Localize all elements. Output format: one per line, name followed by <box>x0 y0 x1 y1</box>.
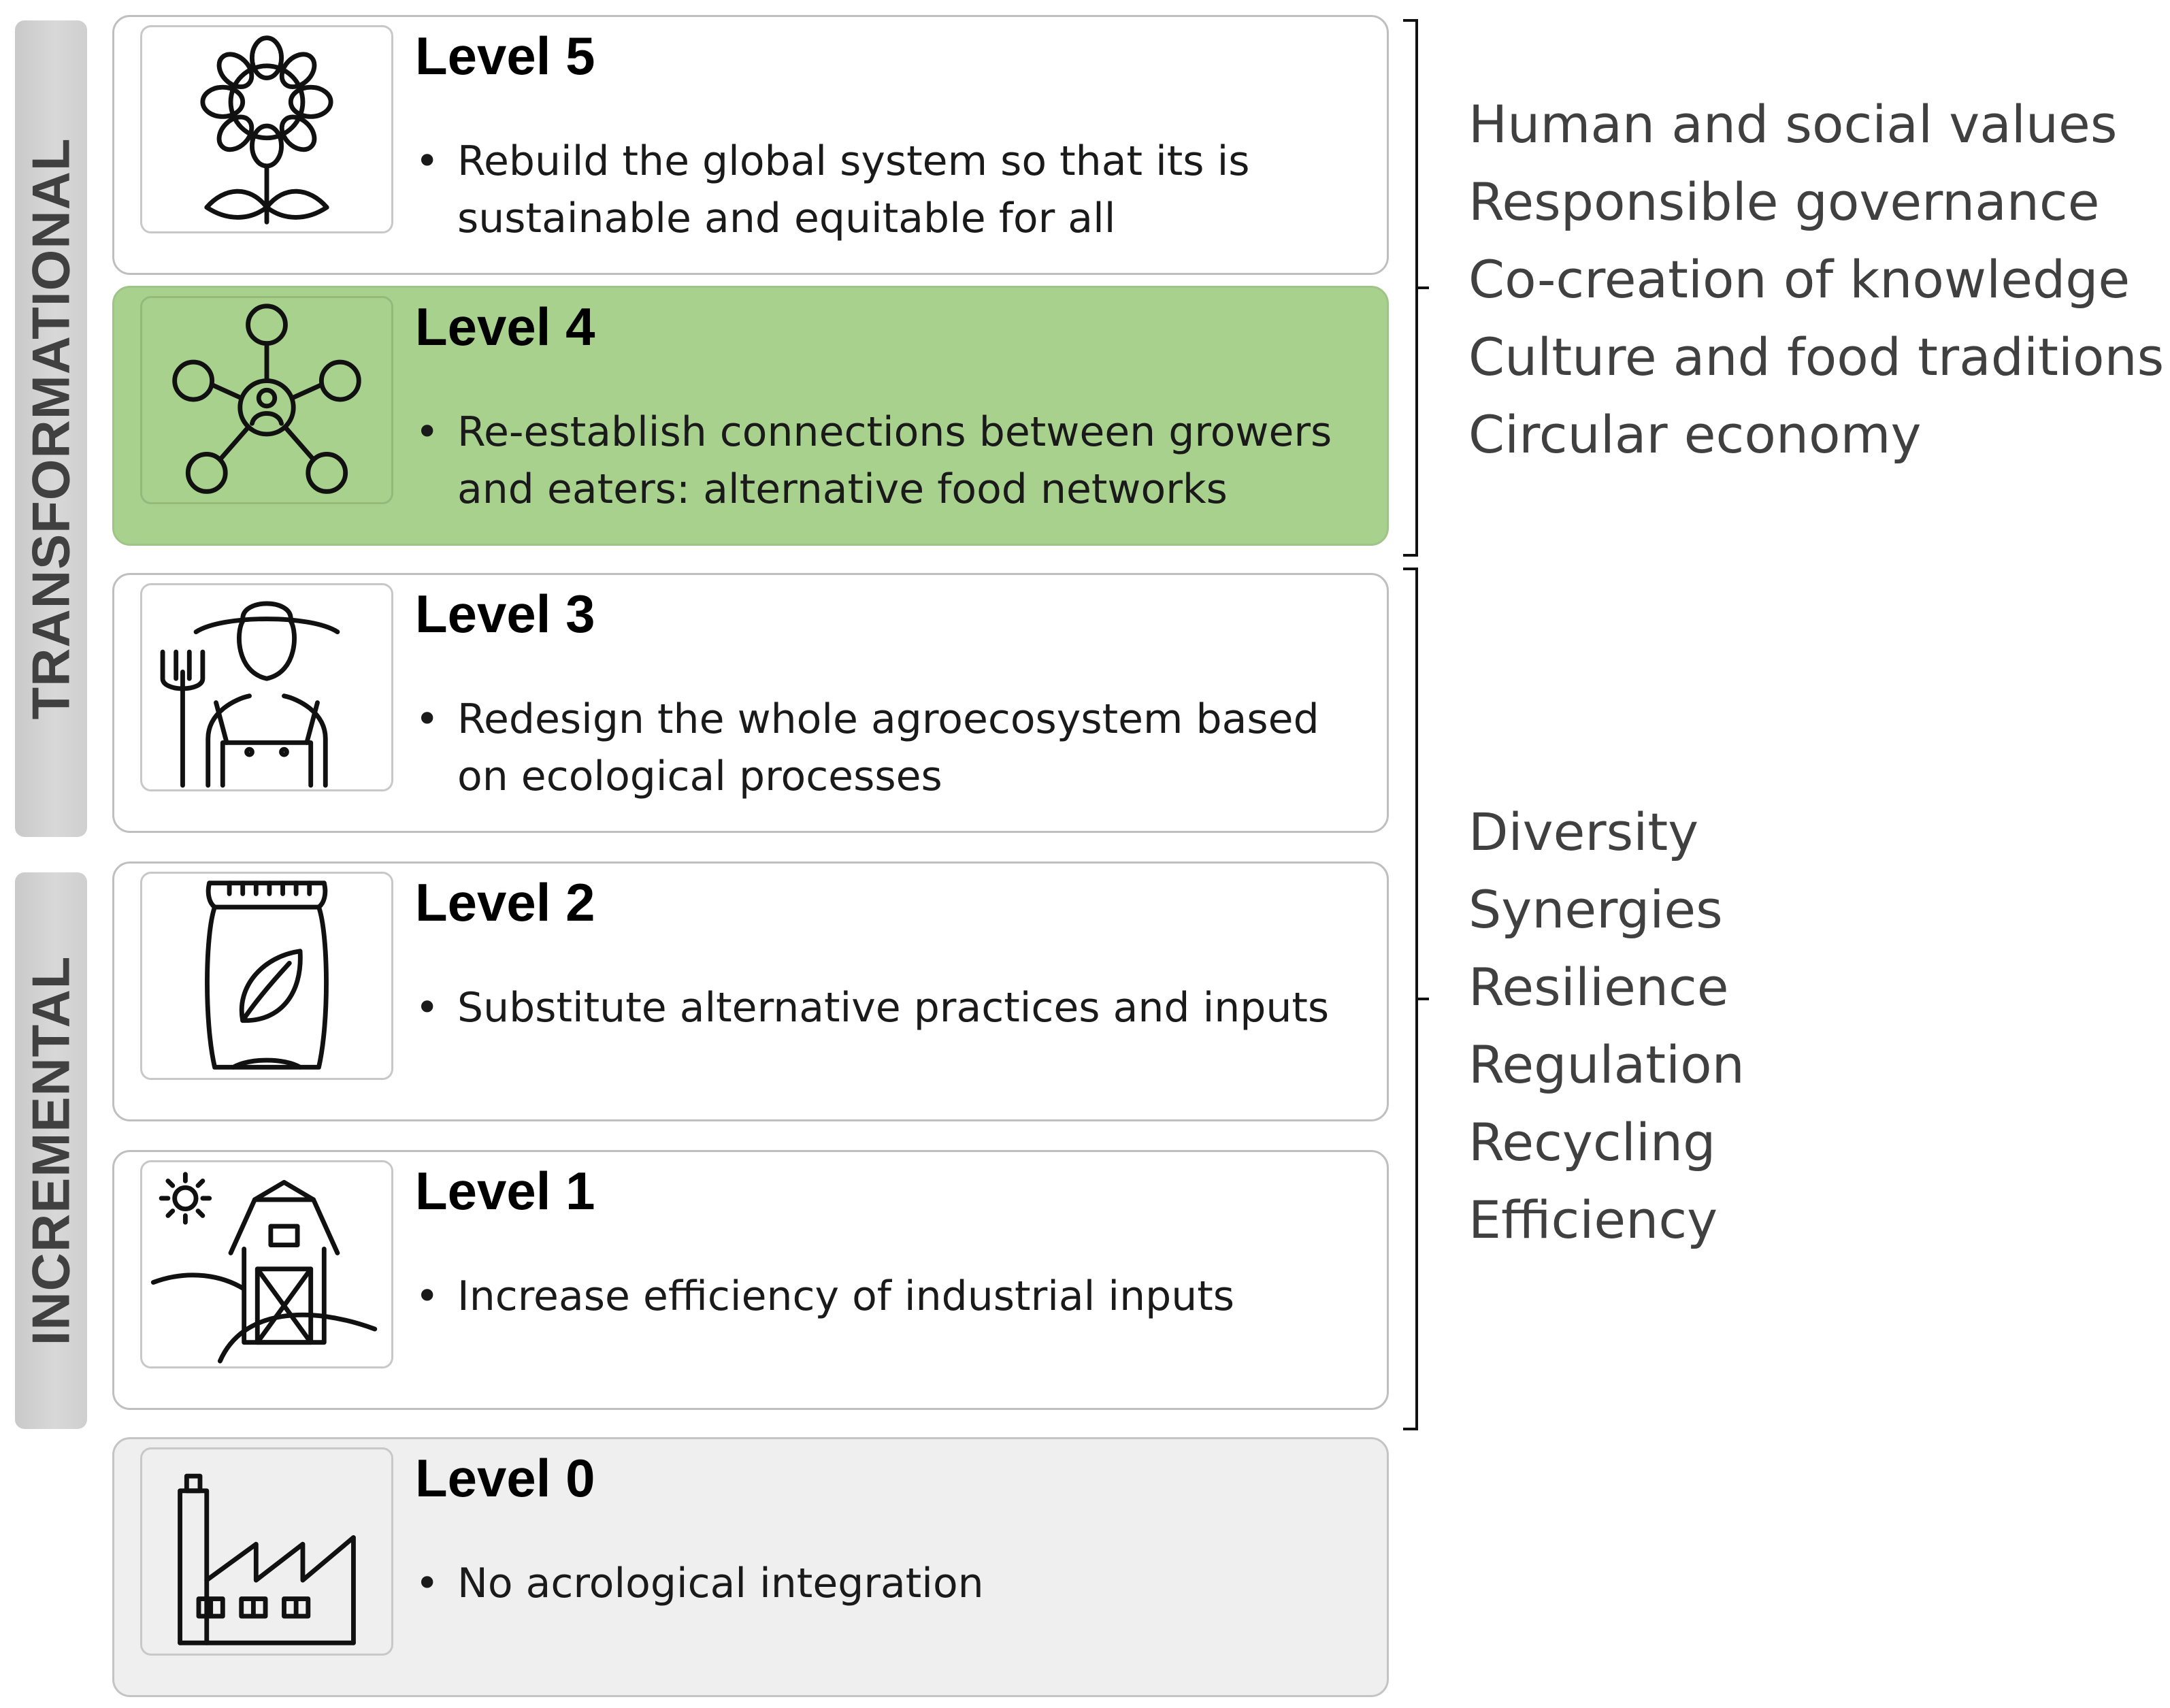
level-3-box: Level 3 • Redesign the whole agroecosyst… <box>112 573 1389 833</box>
level-4-box: Level 4 • Re-establish connections betwe… <box>112 286 1389 546</box>
bullet: • <box>415 137 440 185</box>
sunflower-icon <box>140 25 393 233</box>
list-item: Efficiency <box>1468 1189 1718 1250</box>
lower-bracket <box>1403 568 1429 1430</box>
level-0-box: Level 0 • No acrological integration <box>112 1437 1389 1697</box>
farmer-icon <box>140 583 393 791</box>
level-5-box: Level 5 • Rebuild the global system so t… <box>112 15 1389 275</box>
incremental-label: INCREMENTAL <box>15 872 87 1429</box>
level-5-title: Level 5 <box>415 26 595 86</box>
level-1-description-text: Increase efficiency of industrial inputs <box>457 1272 1235 1320</box>
level-2-box: Level 2 • Substitute alternative practic… <box>112 861 1389 1121</box>
level-0-description-text: No acrological integration <box>457 1560 984 1607</box>
list-item: Regulation <box>1468 1034 1745 1095</box>
level-4-title: Level 4 <box>415 297 595 357</box>
list-item: Circular economy <box>1468 404 1922 465</box>
bullet: • <box>415 695 440 743</box>
factory-icon <box>140 1447 393 1656</box>
bullet: • <box>415 984 440 1032</box>
list-item: Culture and food traditions <box>1468 327 2165 387</box>
list-item: Synergies <box>1468 879 1723 940</box>
level-0-description: • No acrological integration <box>415 1555 1361 1612</box>
barn-icon <box>140 1160 393 1368</box>
level-1-description: • Increase efficiency of industrial inpu… <box>415 1268 1361 1325</box>
level-2-title: Level 2 <box>415 872 595 932</box>
bullet: • <box>415 1272 440 1320</box>
level-4-description-text: Re-establish connections between growers… <box>457 408 1332 513</box>
level-1-box: Level 1 • Increase efficiency of industr… <box>112 1150 1389 1410</box>
list-item: Co-creation of knowledge <box>1468 249 2131 310</box>
list-item: Recycling <box>1468 1112 1716 1172</box>
list-item: Diversity <box>1468 802 1699 862</box>
level-5-description-text: Rebuild the global system so that its is… <box>457 137 1250 242</box>
bullet: • <box>415 1560 440 1607</box>
upper-bracket <box>1403 19 1429 557</box>
level-3-title: Level 3 <box>415 584 595 644</box>
transformational-label-text: TRANSFORMATIONAL <box>20 137 81 720</box>
bullet: • <box>415 408 440 456</box>
level-1-title: Level 1 <box>415 1161 595 1221</box>
incremental-label-text: INCREMENTAL <box>20 955 81 1346</box>
transformational-label: TRANSFORMATIONAL <box>15 20 87 837</box>
level-5-description: • Rebuild the global system so that its … <box>415 133 1361 247</box>
level-0-title: Level 0 <box>415 1448 595 1508</box>
upper-principles-list: Human and social values Responsible gove… <box>1468 86 2164 474</box>
level-4-description: • Re-establish connections between growe… <box>415 404 1361 518</box>
list-item: Responsible governance <box>1468 171 2100 232</box>
level-2-description: • Substitute alternative practices and i… <box>415 979 1361 1036</box>
list-item: Resilience <box>1468 957 1729 1017</box>
list-item: Human and social values <box>1468 94 2118 154</box>
level-2-description-text: Substitute alternative practices and inp… <box>457 984 1330 1032</box>
level-3-description: • Redesign the whole agroecosystem based… <box>415 691 1361 805</box>
lower-principles-list: Diversity Synergies Resilience Regulatio… <box>1468 793 1745 1259</box>
network-icon <box>140 296 393 504</box>
organic-sack-icon <box>140 872 393 1080</box>
level-3-description-text: Redesign the whole agroecosystem based o… <box>457 695 1319 800</box>
